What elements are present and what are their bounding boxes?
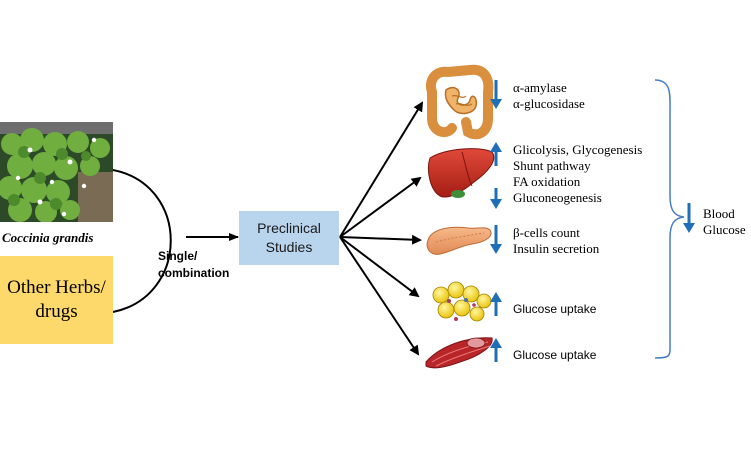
- outcome-line-1: Blood: [703, 206, 735, 221]
- pancreas-icon: [426, 226, 492, 255]
- arrow-to-intestine: [339, 101, 424, 238]
- liver-down-arrow: [490, 188, 502, 209]
- coccinia-grandis-photo: [0, 122, 113, 222]
- arrow-to-adipose: [339, 236, 420, 298]
- effect-beta-cells: β-cells count: [513, 225, 580, 240]
- preclinical-studies-box: Preclinical Studies: [239, 211, 339, 265]
- adipose-tissue-icon: [432, 281, 492, 322]
- arrow-to-muscle: [339, 236, 420, 356]
- preclinical-line-2: Studies: [265, 239, 313, 255]
- intestine-icon: [426, 64, 494, 140]
- blood-glucose-outcome: Blood Glucose: [703, 206, 746, 238]
- liver-icon: [427, 148, 495, 198]
- blood-glucose-down-arrow: [683, 203, 695, 233]
- pancreas-down-arrow: [490, 225, 502, 254]
- effect-insulin-secretion: Insulin secretion: [513, 241, 600, 256]
- liver-up-arrow: [490, 142, 502, 166]
- muscle-up-arrow: [490, 338, 502, 362]
- connector-label: Single/ combination: [158, 248, 229, 282]
- liver-effects: Glicolysis, Glycogenesis Shunt pathway F…: [513, 142, 642, 206]
- effect-alpha-amylase: α-amylase: [513, 80, 567, 95]
- effect-adipose-glucose-uptake: Glucose uptake: [513, 302, 597, 316]
- effect-glycolysis: Glicolysis, Glycogenesis: [513, 142, 643, 157]
- outcome-line-2: Glucose: [703, 222, 746, 237]
- effect-muscle-glucose-uptake: Glucose uptake: [513, 348, 597, 362]
- effect-shunt-pathway: Shunt pathway: [513, 158, 591, 173]
- herbs-line-1: Other Herbs/: [7, 277, 106, 298]
- effect-alpha-glucosidase: α-glucosidase: [513, 96, 585, 111]
- adipose-up-arrow: [490, 292, 502, 316]
- plant-caption: Coccinia grandis: [2, 230, 94, 245]
- arrow-to-liver: [339, 176, 422, 238]
- intestine-down-arrow: [490, 80, 502, 109]
- adipose-effects: Glucose uptake: [513, 301, 596, 317]
- connector-line-2: combination: [158, 266, 230, 280]
- muscle-icon: [425, 337, 493, 369]
- arrow-to-pancreas: [339, 234, 422, 245]
- preclinical-line-1: Preclinical: [257, 220, 321, 236]
- herbs-line-2: drugs: [35, 301, 78, 322]
- summary-bracket: [654, 79, 685, 359]
- effect-gluconeogenesis: Gluconeogenesis: [513, 190, 602, 205]
- other-herbs-box: Other Herbs/ drugs: [0, 256, 113, 344]
- pancreas-effects: β-cells count Insulin secretion: [513, 225, 599, 257]
- muscle-effects: Glucose uptake: [513, 347, 596, 363]
- combine-connector: [112, 169, 172, 313]
- effect-fa-oxidation: FA oxidation: [513, 174, 581, 189]
- intestine-effects: α-amylase α-glucosidase: [513, 80, 585, 112]
- connector-line-1: Single/: [158, 249, 198, 263]
